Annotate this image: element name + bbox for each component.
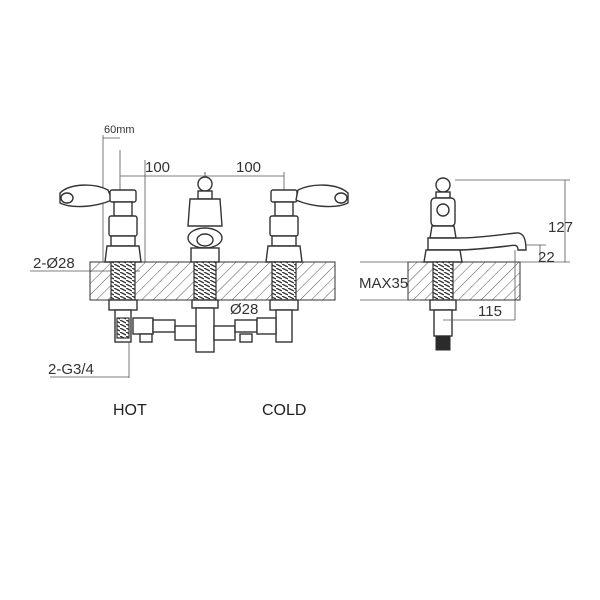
label-hot: HOT bbox=[113, 402, 147, 419]
dim-spacing-left: 100 bbox=[145, 159, 170, 176]
dim-center-hole: Ø28 bbox=[230, 301, 258, 318]
dim-height: 127 bbox=[548, 219, 573, 236]
hot-valve bbox=[59, 184, 142, 343]
dim-handle-offset: 60mm bbox=[104, 124, 135, 136]
side-spout bbox=[427, 232, 527, 251]
front-view: 60mm 100 100 2-Ø28 bbox=[30, 124, 349, 419]
dim-reach: 115 bbox=[478, 303, 502, 320]
dim-spacing-right: 100 bbox=[236, 159, 261, 176]
dim-inlet-thread: 2-G3/4 bbox=[48, 361, 94, 378]
dim-max-deck: MAX35 bbox=[359, 275, 408, 292]
side-view: 127 22 MAX35 115 bbox=[359, 177, 573, 351]
label-cold: COLD bbox=[262, 402, 306, 419]
dim-spout-height: 22 bbox=[538, 249, 555, 266]
cold-lever-handle bbox=[295, 184, 349, 208]
dim-hole-diameter: 2-Ø28 bbox=[33, 255, 75, 272]
cold-valve bbox=[265, 184, 349, 343]
side-deck-section bbox=[407, 261, 521, 301]
connecting-hoses bbox=[132, 317, 277, 343]
center-spout bbox=[187, 176, 223, 353]
